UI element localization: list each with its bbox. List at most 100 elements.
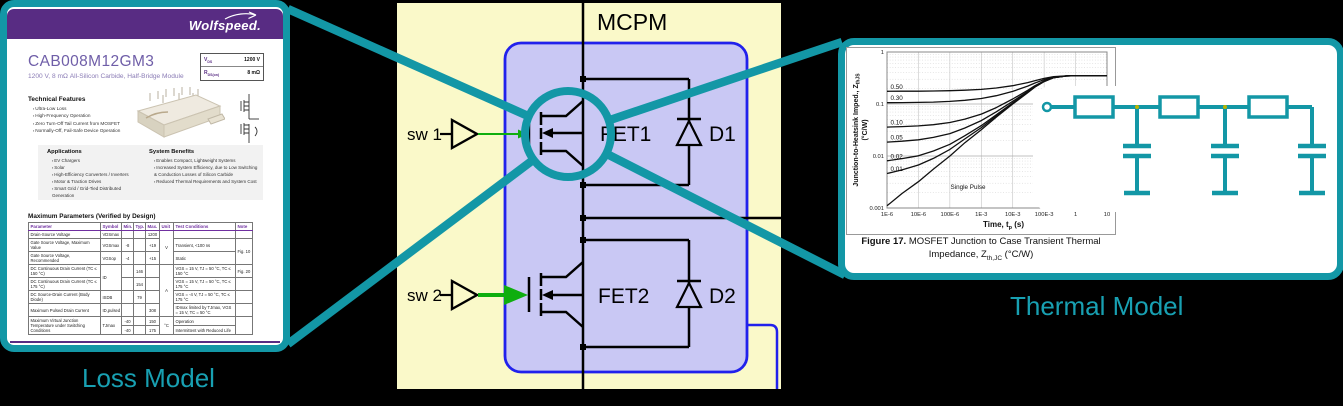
table-cell: °C — [159, 316, 174, 335]
table-cell — [121, 290, 134, 304]
table-cell: 308 — [145, 303, 160, 317]
sw1-buffer — [450, 117, 480, 151]
list-item: Smart Grid / Grid-Tied Distributed Gener… — [52, 186, 144, 200]
technical-features-list: Ultra-Low LossHigh-Frequency OperationZe… — [33, 105, 143, 135]
table-cell: 146 — [133, 264, 146, 278]
figure-number: Figure 17. — [861, 236, 907, 247]
list-item: Reduced Thermal Requirements and System … — [154, 179, 258, 186]
rc-capacitor-1 — [1123, 107, 1151, 196]
table-cell — [133, 230, 146, 239]
table-cell — [121, 277, 134, 291]
table-cell: VDSmax — [100, 230, 122, 239]
figure-caption-line1: Figure 17. MOSFET Junction to Case Trans… — [840, 236, 1122, 247]
spec-row-vds: VDS 1200 V — [201, 54, 263, 66]
table-cell — [145, 290, 160, 304]
table-cell — [133, 238, 146, 252]
d2-symbol — [675, 279, 703, 309]
table-cell: +15 — [145, 251, 160, 265]
table-header-cell: Typ. — [133, 222, 146, 231]
figure-caption-line2: Impedance, Zth,JC (°C/W) — [840, 249, 1122, 262]
table-row: DC Continuous Drain Current (TC ≤ 175 °C… — [28, 277, 253, 291]
rc-resistor-2 — [1158, 95, 1200, 119]
spec-symbol-sub: DS — [207, 59, 213, 64]
figure-caption-text: MOSFET Junction to Case Transient Therma… — [906, 236, 1101, 247]
list-item: Zero Turn-Off Tail Current from MOSFET — [33, 120, 143, 127]
table-cell: VGSop — [100, 251, 122, 265]
mcpm-label: MCPM — [597, 9, 667, 35]
x-tick-label: 10E-6 — [911, 212, 926, 218]
datasheet-footer-line — [10, 341, 280, 343]
table-header-cell: Min. — [121, 222, 134, 231]
table-cell: DC Continuous Drain Current (TC ≤ 175 °C… — [28, 277, 101, 291]
table-cell: 79 — [133, 290, 146, 304]
list-item: Motor & Traction Drives — [52, 179, 144, 186]
spec-symbol-sub: DS(on) — [207, 72, 220, 77]
table-cell: Gate Source Voltage, Maximum Value — [28, 238, 101, 252]
thermal-model-label: Thermal Model — [1010, 291, 1184, 321]
table-cell — [235, 290, 253, 304]
rc-resistor-1 — [1073, 95, 1115, 119]
table-cell: A — [159, 264, 174, 317]
table-cell — [133, 316, 146, 326]
table-cell — [121, 264, 134, 278]
curve-label: 0.05 — [891, 135, 904, 142]
table-cell: Maximum Pulsed Drain Current — [28, 303, 101, 317]
x-axis-label: Time, tp (s) — [983, 220, 1024, 231]
table-cell: DC Continuous Drain Current (TC ≤ 150 °C… — [28, 264, 101, 278]
part-subtitle: 1200 V, 8 mΩ All-Silicon Carbide, Half-B… — [28, 73, 184, 80]
spec-value: 1200 V — [244, 57, 260, 63]
curve-label: 0.30 — [891, 95, 904, 102]
x-tick-label: 1 — [1074, 212, 1077, 218]
table-cell — [133, 325, 146, 335]
module-photo — [136, 87, 225, 138]
rc-resistor-3 — [1247, 95, 1289, 119]
spec-table: VDS 1200 V RDS(on) 8 mΩ — [200, 53, 264, 81]
table-cell: VGS = 15 V, TJ = 50 °C, TC ≤ 150 °C — [173, 264, 236, 278]
table-cell: 150 — [145, 316, 160, 326]
table-cell: Maximum Virtual Junction Temperature und… — [28, 316, 101, 335]
table-cell: DC Source-Drain Current (Body Diode) — [28, 290, 101, 304]
list-item: Enables Compact, Lightweight Systems — [154, 158, 258, 165]
caption-unit: (°C/W) — [1002, 249, 1034, 260]
technical-features-heading: Technical Features — [28, 96, 86, 103]
module-box — [503, 41, 749, 374]
table-header-cell: Parameter — [28, 222, 101, 231]
table-header-cell: Note — [235, 222, 253, 231]
curve-label: 0.10 — [891, 120, 904, 127]
table-cell — [235, 303, 253, 317]
table-cell: V — [159, 230, 174, 265]
sw2-label: sw 2 — [407, 286, 442, 305]
rc-capacitor-2 — [1211, 107, 1239, 196]
table-row: DC Continuous Drain Current (TC ≤ 150 °C… — [28, 264, 253, 317]
table-row: DC Source-Drain Current (Body Diode)ISDB… — [28, 290, 253, 304]
rc-ladder — [1033, 86, 1331, 212]
table-header-cell: Unit — [159, 222, 174, 231]
table-cell: 154 — [133, 277, 146, 291]
half-bridge-symbol — [240, 94, 259, 143]
table-cell — [121, 230, 134, 239]
table-cell — [173, 230, 236, 239]
table-cell — [235, 316, 253, 335]
applications-heading: Applications — [47, 149, 82, 155]
y-tick-label: 0.1 — [876, 102, 884, 108]
table-cell: IDmax limited by TJmax, VGS = 15 V, TC =… — [173, 303, 236, 317]
table-cell: Fig. 10 — [235, 238, 253, 265]
table-cell: -40 — [121, 316, 134, 326]
spec-value: 8 mΩ — [247, 70, 260, 76]
y-tick-label: 0.01 — [873, 154, 884, 160]
system-benefits-list: Enables Compact, Lightweight SystemsIncr… — [154, 158, 258, 186]
list-item: Increased System Efficiency, due to Low … — [154, 165, 258, 179]
table-cell: ID — [100, 264, 122, 291]
system-benefits-heading: System Benefits — [149, 149, 195, 155]
caption-sub: th,JC — [986, 254, 1003, 262]
table-cell: Fig. 20 — [235, 264, 253, 278]
spec-symbol: V — [204, 56, 208, 63]
chart-curve — [886, 75, 1107, 207]
spec-row-rdson: RDS(on) 8 mΩ — [201, 66, 263, 79]
table-cell: -8 — [121, 238, 134, 252]
caption-impedance: Impedance, Z — [928, 249, 987, 260]
